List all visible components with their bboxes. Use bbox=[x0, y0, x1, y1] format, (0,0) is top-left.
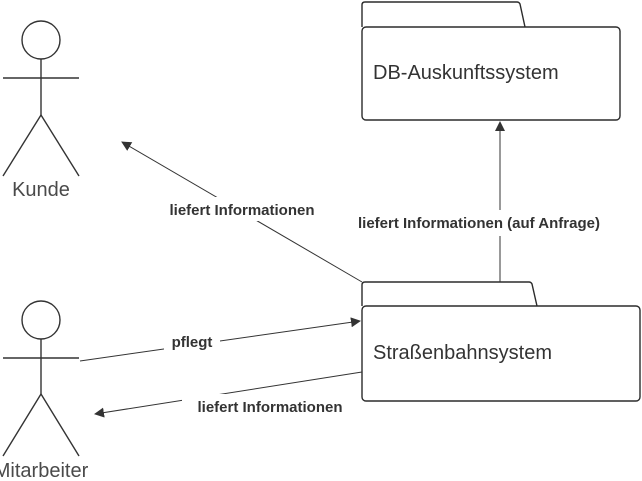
edge-liefert-mitarbeiter[interactable]: liefert Informationen bbox=[94, 371, 363, 418]
edge-liefert-kunde-label: liefert Informationen bbox=[169, 202, 314, 219]
edge-liefert-kunde-label-bg bbox=[152, 197, 332, 221]
edge-liefert-mitarbeiter-label-bg bbox=[182, 394, 360, 418]
package-strassenbahnsystem-body bbox=[361, 305, 641, 402]
edge-liefert-auskunft[interactable]: liefert Informationen (auf Anfrage) bbox=[356, 121, 642, 282]
package-strassenbahnsystem[interactable]: Straßenbahnsystem bbox=[361, 281, 641, 402]
edge-liefert-auskunft-label: liefert Informationen (auf Anfrage) bbox=[358, 215, 600, 232]
package-auskunftssystem[interactable]: DB-Auskunftssystem bbox=[361, 1, 621, 121]
actor-mitarbeiter-leg-left bbox=[2, 393, 42, 457]
actor-mitarbeiter-label: Mitarbeiter bbox=[0, 460, 89, 481]
edge-liefert-kunde[interactable]: liefert Informationen bbox=[121, 141, 363, 283]
package-strassenbahnsystem-label: Straßenbahnsystem bbox=[373, 342, 552, 364]
actor-mitarbeiter-head bbox=[21, 300, 61, 340]
actor-kunde-label: Kunde bbox=[12, 179, 70, 201]
package-auskunftssystem-label: DB-Auskunftssystem bbox=[373, 62, 559, 84]
actor-kunde-head bbox=[21, 20, 61, 60]
actor-mitarbeiter-leg-right bbox=[40, 393, 80, 457]
package-strassenbahnsystem-tab bbox=[361, 281, 538, 307]
edge-pflegt[interactable]: pflegt bbox=[79, 317, 361, 362]
actor-kunde-leg-left bbox=[2, 114, 42, 177]
actor-kunde[interactable]: Kunde bbox=[2, 20, 80, 201]
edge-pflegt-label-bg bbox=[164, 331, 220, 353]
package-auskunftssystem-body bbox=[361, 26, 621, 121]
edge-liefert-mitarbeiter-line bbox=[94, 371, 363, 418]
edge-liefert-mitarbeiter-label: liefert Informationen bbox=[197, 399, 342, 416]
edge-liefert-auskunft-label-bg bbox=[356, 210, 642, 236]
actor-mitarbeiter[interactable]: Mitarbeiter bbox=[0, 300, 89, 481]
edge-pflegt-label: pflegt bbox=[172, 334, 213, 351]
actor-kunde-leg-right bbox=[40, 114, 80, 177]
package-auskunftssystem-tab bbox=[361, 1, 526, 28]
